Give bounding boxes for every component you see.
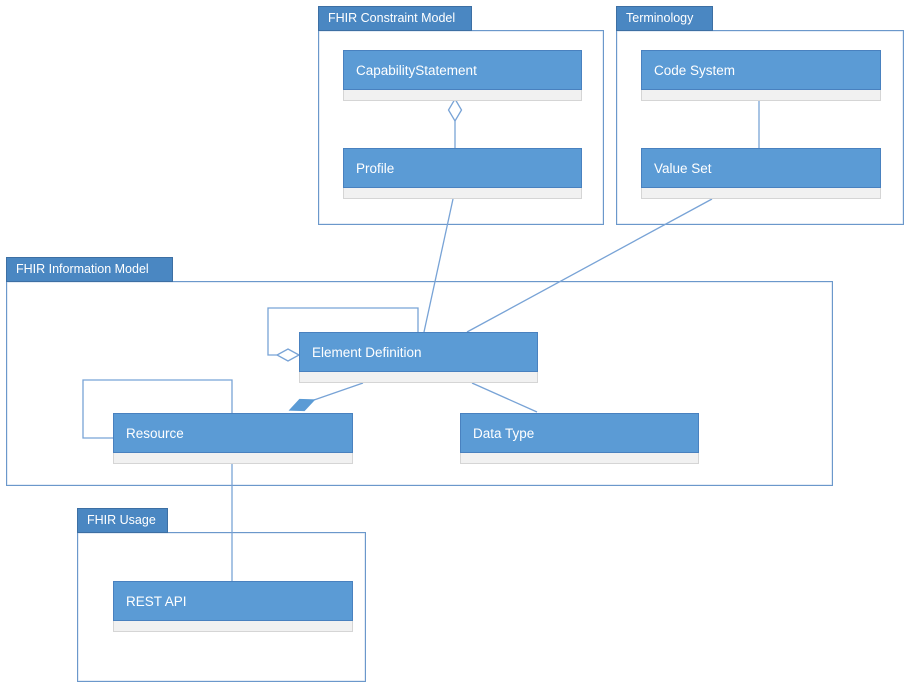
connector-elementdefinition-datatype [471, 382, 538, 413]
class-label: Profile [356, 160, 395, 176]
open-diamond-icon [447, 97, 463, 123]
class-compartment [641, 188, 881, 199]
connector-resource-self [82, 379, 233, 439]
class-profile: Profile [343, 148, 582, 199]
package-tab-fhir-constraint-model: FHIR Constraint Model [318, 6, 472, 31]
connector-capabilitystatement-profile [447, 97, 463, 148]
class-label: Element Definition [312, 344, 422, 360]
package-label: Terminology [626, 11, 694, 25]
connector-valueset-elementdefinition [466, 198, 713, 333]
class-title-bar: Code System [641, 50, 881, 90]
class-label: Data Type [473, 425, 535, 441]
class-compartment [299, 372, 538, 383]
package-label: FHIR Constraint Model [328, 11, 456, 25]
class-title-bar: REST API [113, 581, 353, 621]
connector-elementdefinition-self [267, 307, 419, 362]
class-label: REST API [126, 593, 187, 609]
open-diamond-icon [275, 348, 301, 362]
connector-elementdefinition-resource [288, 382, 364, 412]
package-label: FHIR Usage [87, 513, 156, 527]
class-label: Value Set [654, 160, 712, 176]
class-title-bar: Profile [343, 148, 582, 188]
class-compartment [113, 621, 353, 632]
class-value-set: Value Set [641, 148, 881, 199]
filled-diamond-icon [288, 398, 316, 412]
class-data-type: Data Type [460, 413, 699, 464]
class-label: Code System [654, 62, 736, 78]
class-element-definition: Element Definition [299, 332, 538, 383]
class-compartment [113, 453, 353, 464]
connector-profile-elementdefinition [423, 198, 454, 333]
package-tab-fhir-information-model: FHIR Information Model [6, 257, 173, 282]
class-title-bar: Data Type [460, 413, 699, 453]
class-title-bar: Value Set [641, 148, 881, 188]
class-compartment [343, 188, 582, 199]
class-rest-api: REST API [113, 581, 353, 632]
class-resource: Resource [113, 413, 353, 464]
class-title-bar: Resource [113, 413, 353, 453]
class-capabilitystatement: CapabilityStatement [343, 50, 582, 101]
class-code-system: Code System [641, 50, 881, 101]
package-tab-terminology: Terminology [616, 6, 713, 31]
class-label: CapabilityStatement [356, 62, 477, 78]
class-label: Resource [126, 425, 184, 441]
class-compartment [343, 90, 582, 101]
class-compartment [641, 90, 881, 101]
package-label: FHIR Information Model [16, 262, 149, 276]
class-compartment [460, 453, 699, 464]
package-tab-fhir-usage: FHIR Usage [77, 508, 168, 533]
class-title-bar: Element Definition [299, 332, 538, 372]
class-title-bar: CapabilityStatement [343, 50, 582, 90]
